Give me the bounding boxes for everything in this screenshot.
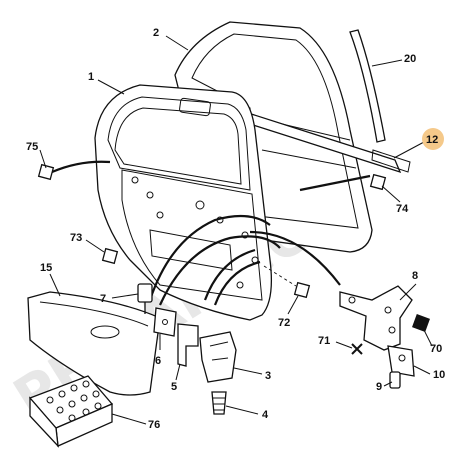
part-fixing-75 [37,163,55,181]
callout-10: 10 [433,369,445,381]
part-fixing-72 [293,281,311,299]
part-bolt [137,283,153,314]
callout-9: 9 [376,381,382,393]
callout-20: 20 [404,53,416,65]
part-fixing-74 [369,173,387,191]
callout-73: 73 [70,232,82,244]
part-fixing-73 [101,247,119,265]
cable-bundle [51,160,371,306]
callout-2: 2 [153,27,159,39]
part-clip-kit [28,375,114,448]
callout-3: 3 [265,370,271,382]
part-plate [153,307,177,337]
callout-8: 8 [412,270,418,282]
callout-1: 1 [88,71,94,83]
callout-12: 12 [426,134,438,146]
part-pin [389,371,401,389]
callout-6: 6 [155,355,161,367]
callout-labels: 1 2 20 12 75 74 73 15 7 72 8 71 70 6 5 3… [26,27,445,431]
callout-15: 15 [40,262,52,274]
callout-76: 76 [148,419,160,431]
part-hinge-lower [387,345,415,377]
callout-75: 75 [26,141,38,153]
part-door-inner-panel [94,84,273,321]
callout-74: 74 [396,203,409,215]
highlight-badge [422,128,444,150]
part-window-channel [243,29,411,174]
leader-lines [39,35,433,425]
part-stud [211,391,227,415]
part-clip-cross [351,343,363,355]
part-bracket [177,323,199,367]
part-trim-panel [27,291,161,396]
callout-71: 71 [318,335,330,347]
callout-72: 72 [278,317,290,329]
part-clip-square [412,314,430,332]
part-door-outer-frame [174,21,373,253]
callout-4: 4 [262,409,269,421]
part-check-strap [199,331,237,383]
callout-7: 7 [100,293,106,305]
callout-5: 5 [171,381,177,393]
part-hinge-upper [339,285,413,351]
callout-70: 70 [430,343,442,355]
